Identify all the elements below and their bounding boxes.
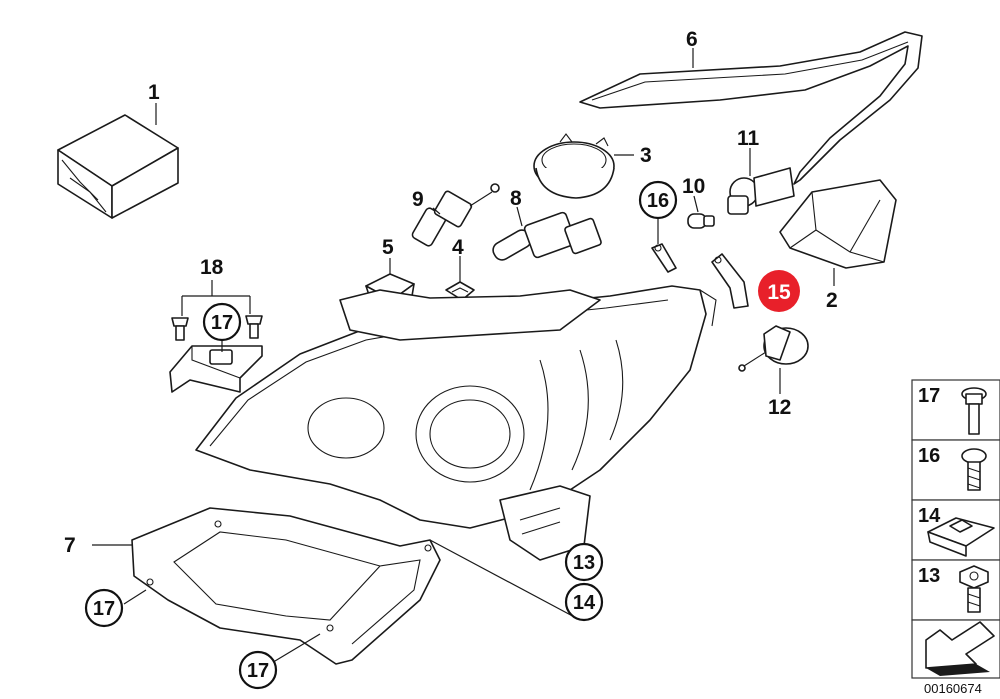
part-16-bracket bbox=[651, 216, 677, 273]
callout-6: 6 bbox=[686, 28, 698, 51]
svg-text:17: 17 bbox=[211, 312, 233, 334]
callout-7: 7 bbox=[64, 534, 76, 557]
callout-5: 5 bbox=[382, 236, 394, 259]
svg-text:16: 16 bbox=[647, 190, 669, 212]
part-12-socket bbox=[738, 325, 809, 394]
callout-2: 2 bbox=[826, 289, 838, 312]
part-18-bracket bbox=[169, 280, 263, 393]
circled-callout-17-left: 17 bbox=[84, 588, 124, 628]
svg-text:15: 15 bbox=[767, 281, 791, 304]
svg-text:13: 13 bbox=[918, 565, 940, 587]
callout-10: 10 bbox=[682, 175, 705, 198]
part-4-clip bbox=[445, 256, 475, 301]
part-1-box bbox=[57, 103, 179, 219]
circled-callout-17-bottom: 17 bbox=[238, 650, 278, 690]
screw-17-icon bbox=[961, 387, 987, 435]
part-6-trim-strip bbox=[579, 31, 923, 185]
reference-code: 00160674 bbox=[924, 681, 982, 696]
legend-row-17: 17 bbox=[911, 379, 1000, 441]
callout-1: 1 bbox=[148, 81, 160, 104]
circled-callout-13: 13 bbox=[564, 542, 604, 582]
svg-text:14: 14 bbox=[573, 592, 596, 614]
part-7-frame bbox=[92, 507, 441, 665]
callout-labels: 1 2 3 4 5 6 7 8 9 10 11 12 18 bbox=[64, 28, 838, 557]
svg-text:16: 16 bbox=[918, 445, 940, 467]
callout-4: 4 bbox=[452, 236, 464, 259]
bolt-13-icon bbox=[959, 565, 989, 613]
legend-panel: 17 16 14 bbox=[911, 379, 1000, 679]
svg-text:14: 14 bbox=[918, 505, 941, 527]
callout-3: 3 bbox=[640, 144, 652, 167]
circled-callout-14: 14 bbox=[564, 582, 604, 622]
headlight-housing bbox=[195, 285, 717, 621]
svg-text:17: 17 bbox=[918, 385, 940, 407]
callout-9: 9 bbox=[412, 188, 424, 211]
svg-text:13: 13 bbox=[573, 552, 595, 574]
legend-row-14: 14 bbox=[911, 499, 1000, 561]
part-2-cover bbox=[779, 179, 897, 286]
part-15-clip bbox=[711, 253, 749, 309]
circled-callout-16: 16 bbox=[638, 180, 678, 220]
part-10-small-bulb bbox=[687, 195, 715, 229]
clip-nut-14-icon bbox=[927, 517, 995, 557]
legend-row-16: 16 bbox=[911, 439, 1000, 501]
part-9-bulb bbox=[411, 183, 500, 247]
view-direction-arrow-icon bbox=[925, 621, 995, 676]
legend-row-13: 13 bbox=[911, 559, 1000, 621]
legend-arrow-box bbox=[911, 619, 1000, 679]
svg-text:17: 17 bbox=[93, 598, 115, 620]
callout-11: 11 bbox=[737, 127, 760, 150]
callout-8: 8 bbox=[510, 187, 522, 210]
highlighted-callout-15[interactable]: 15 bbox=[758, 270, 800, 312]
circled-callout-17-top: 17 bbox=[202, 302, 242, 342]
svg-text:17: 17 bbox=[247, 660, 269, 682]
part-3-cap bbox=[533, 133, 634, 199]
screw-16-icon bbox=[961, 448, 987, 491]
callout-18: 18 bbox=[200, 256, 224, 279]
part-8-bulb bbox=[492, 206, 602, 261]
part-11-bulb-socket bbox=[727, 148, 795, 215]
callout-12: 12 bbox=[768, 396, 791, 419]
